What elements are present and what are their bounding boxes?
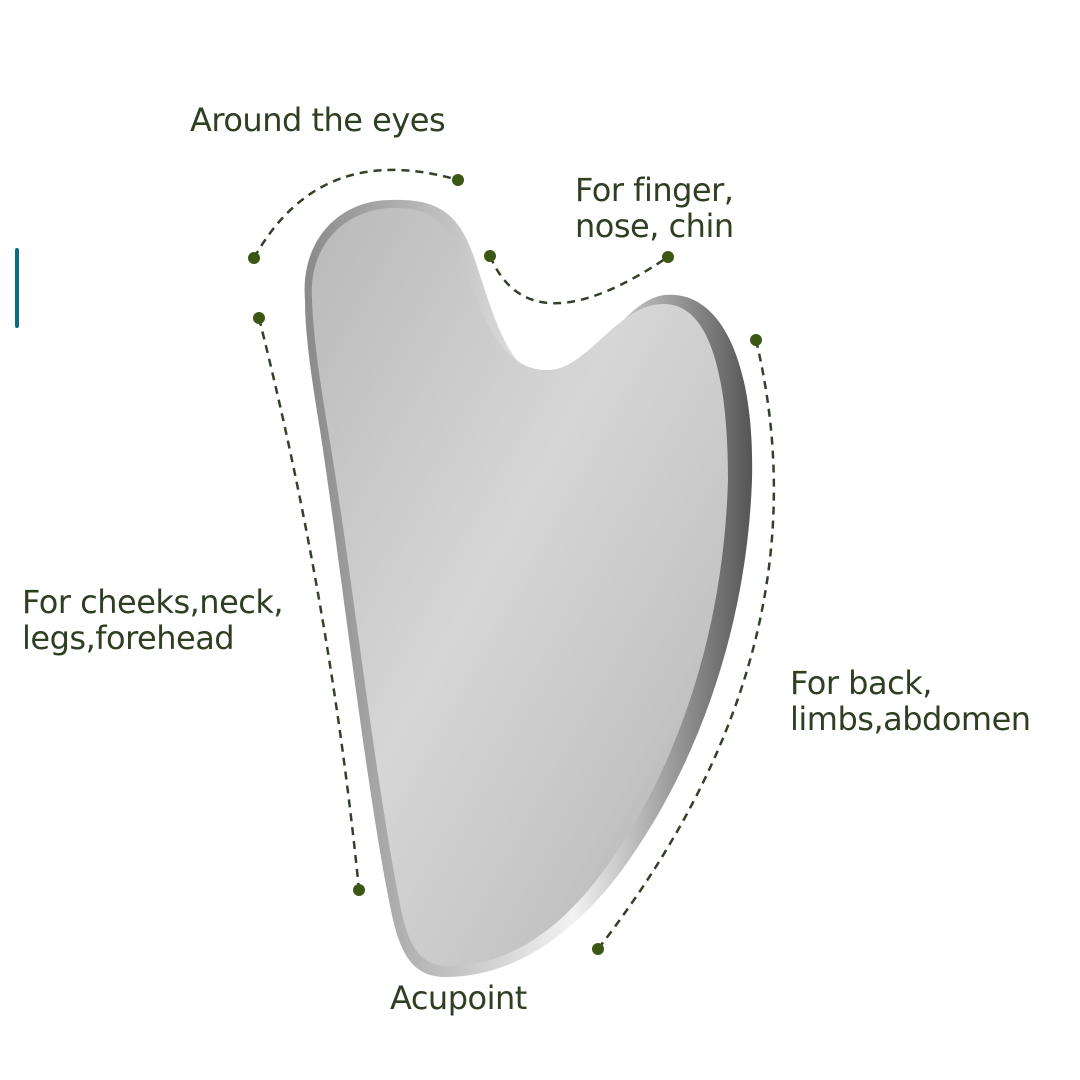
guide-dot [592, 943, 604, 955]
guide-dot [452, 174, 464, 186]
guide-dot [484, 250, 496, 262]
label-cheeks-neck: For cheeks,neck, legs,forehead [22, 583, 284, 657]
label-line: limbs,abdomen [790, 700, 1031, 738]
label-acupoint: Acupoint [390, 979, 527, 1017]
back-dashed-guide [597, 339, 776, 950]
guide-dot [353, 884, 365, 896]
accent-bar [15, 248, 19, 328]
label-finger-nose-chin: For finger, nose, chin [575, 172, 734, 244]
gua-sha-tool-face [311, 207, 728, 966]
label-line: legs,forehead [22, 619, 235, 657]
guide-dot [750, 334, 762, 346]
label-line: For finger, [575, 171, 734, 209]
label-around-eyes: Around the eyes [190, 101, 446, 139]
guide-dot [248, 252, 260, 264]
label-back-limbs: For back, limbs,abdomen [790, 665, 1031, 737]
finger-dashed-guide [488, 255, 669, 305]
label-line: nose, chin [575, 207, 734, 245]
label-line: For back, [790, 664, 932, 702]
guide-dot [662, 251, 674, 263]
guide-dot [253, 312, 265, 324]
label-line: For cheeks,neck, [22, 583, 284, 621]
eyes-dashed-guide [252, 168, 459, 259]
